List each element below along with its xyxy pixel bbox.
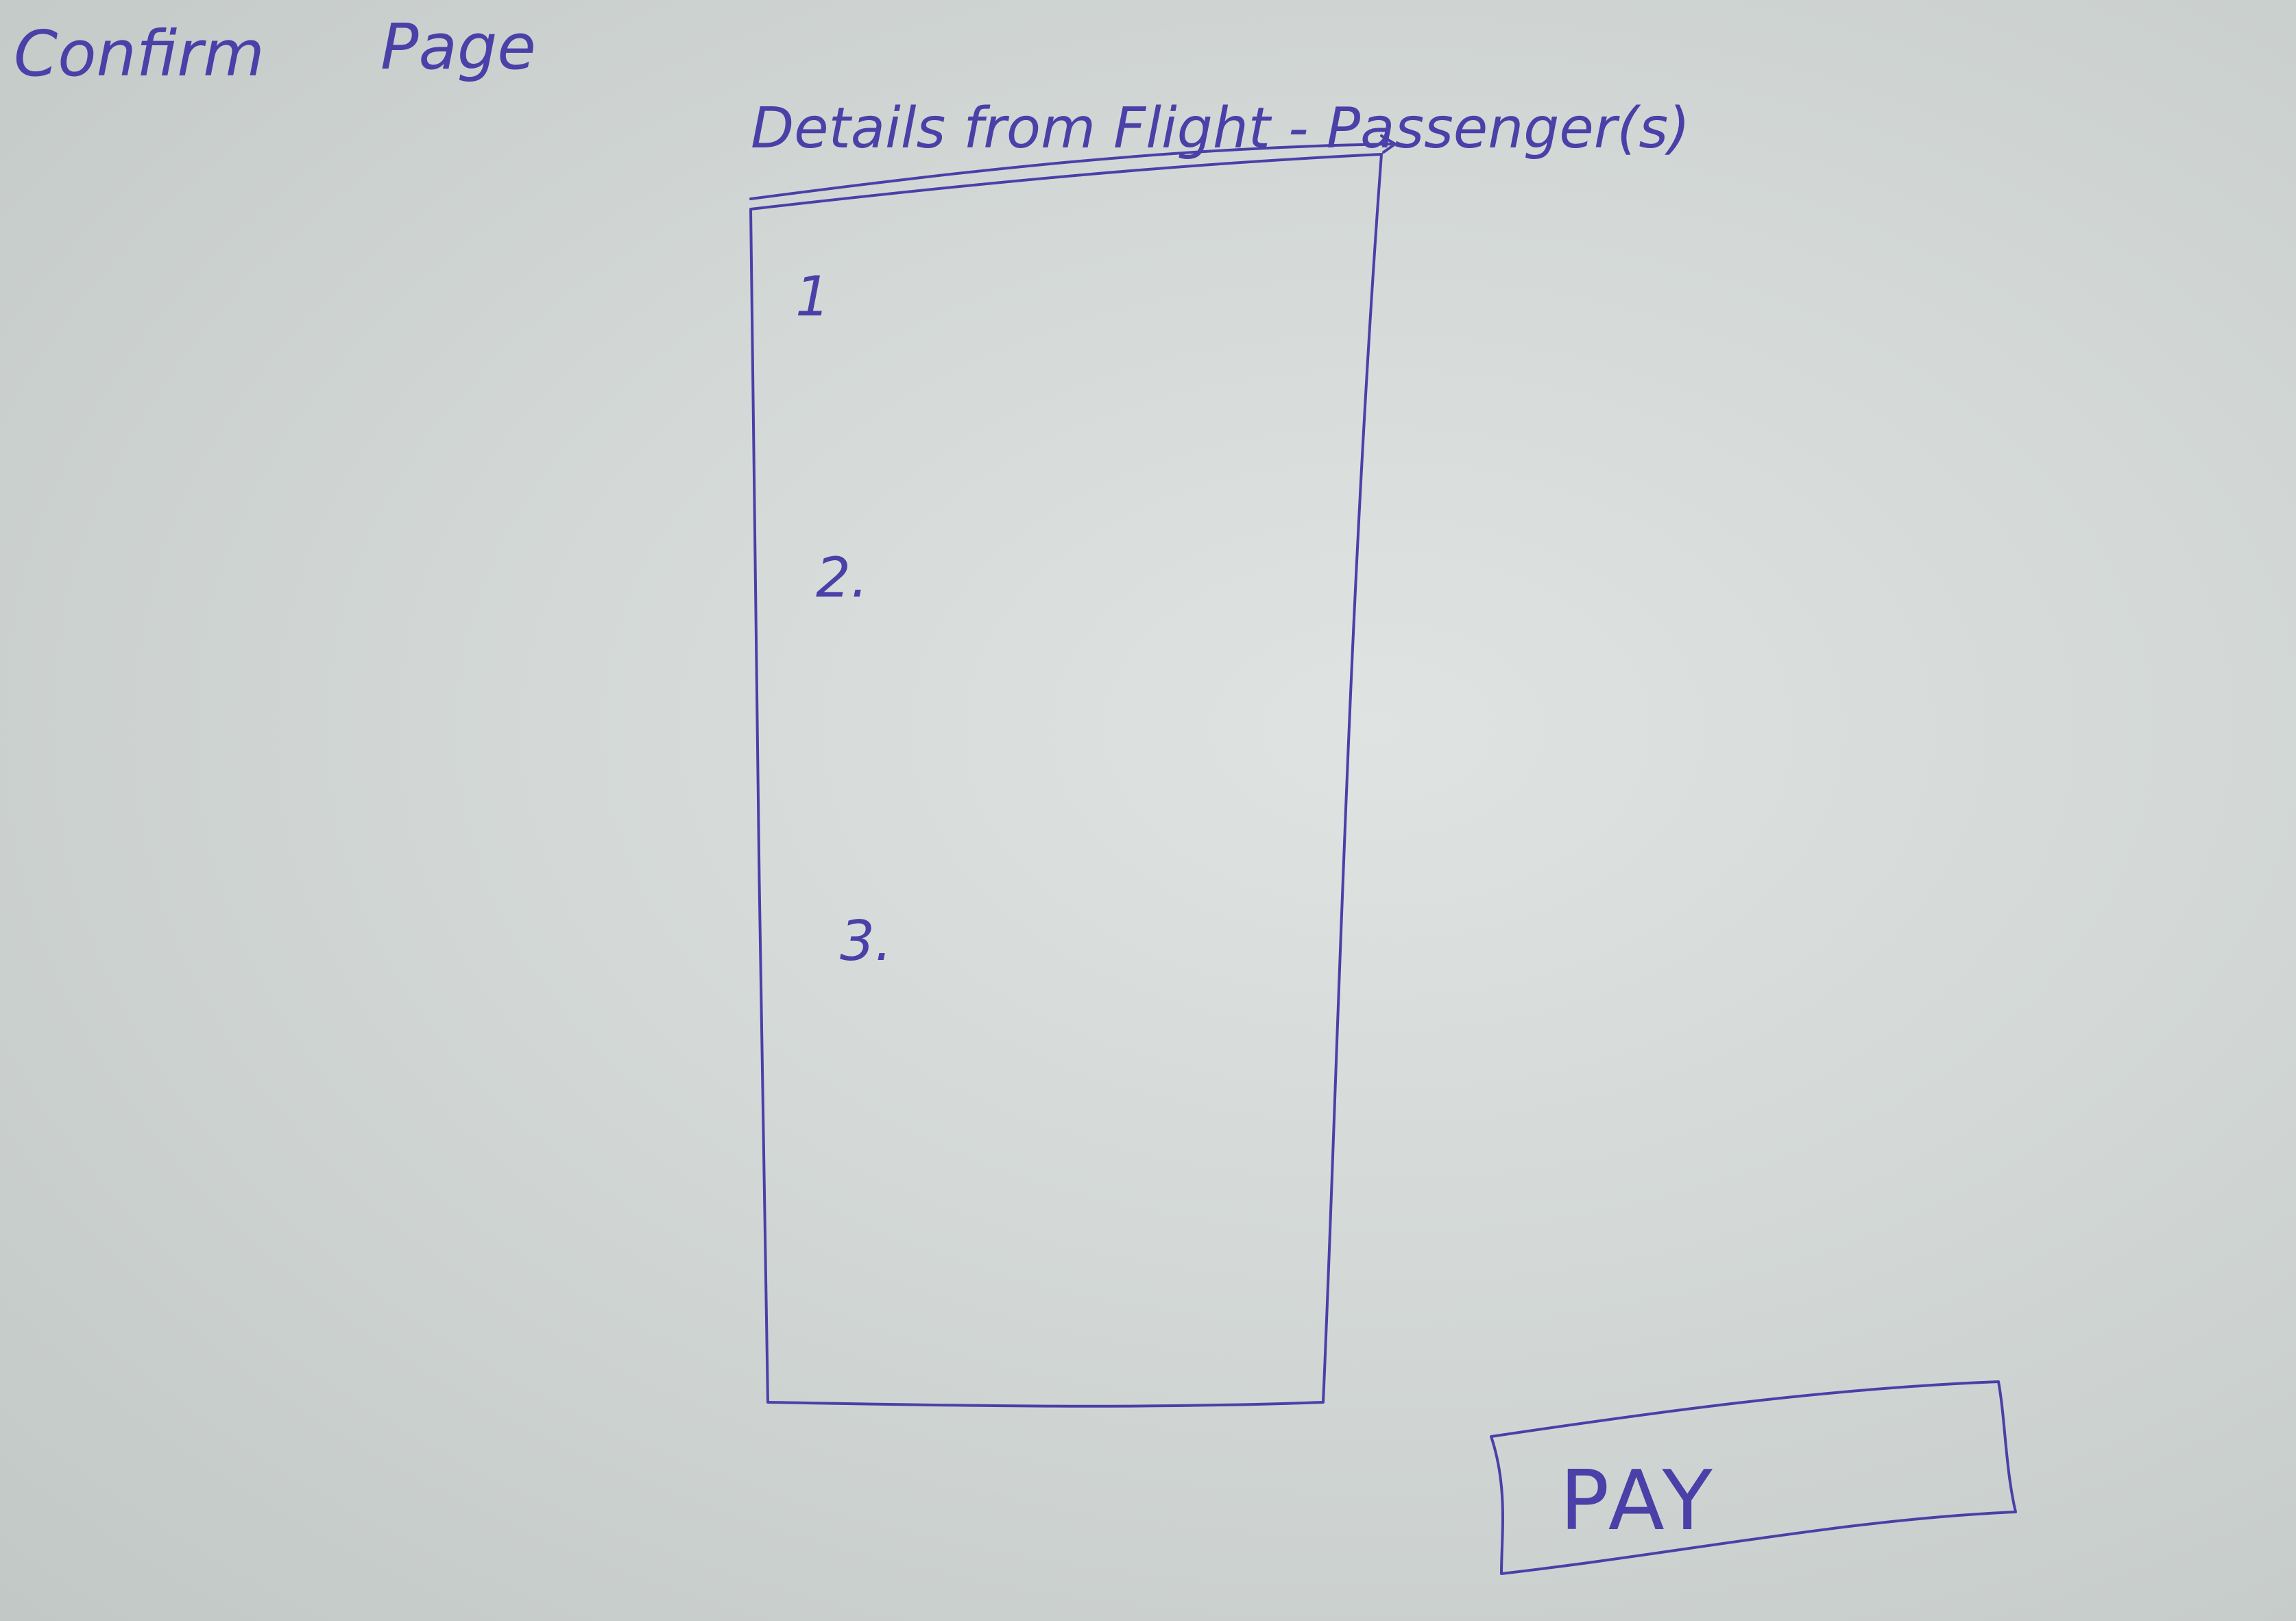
pay-button[interactable]: PAY: [1490, 1380, 2017, 1575]
page-title-word-page: Page: [380, 10, 536, 84]
details-panel-border: [749, 153, 1383, 1408]
details-list: 1 2. 3.: [795, 265, 892, 973]
details-list-item-2: 2.: [816, 546, 868, 610]
pay-button-border: [1490, 1380, 2017, 1575]
page-title-word-confirm: Confirm: [14, 17, 265, 91]
details-heading-underline: [749, 134, 1397, 200]
flight-passenger-details-panel: 1 2. 3.: [749, 153, 1383, 1408]
details-list-item-3: 3.: [840, 909, 892, 973]
page-title: Confirm Page: [14, 10, 536, 91]
details-list-item-1: 1: [795, 265, 830, 328]
pay-button-label: PAY: [1560, 1454, 1717, 1549]
